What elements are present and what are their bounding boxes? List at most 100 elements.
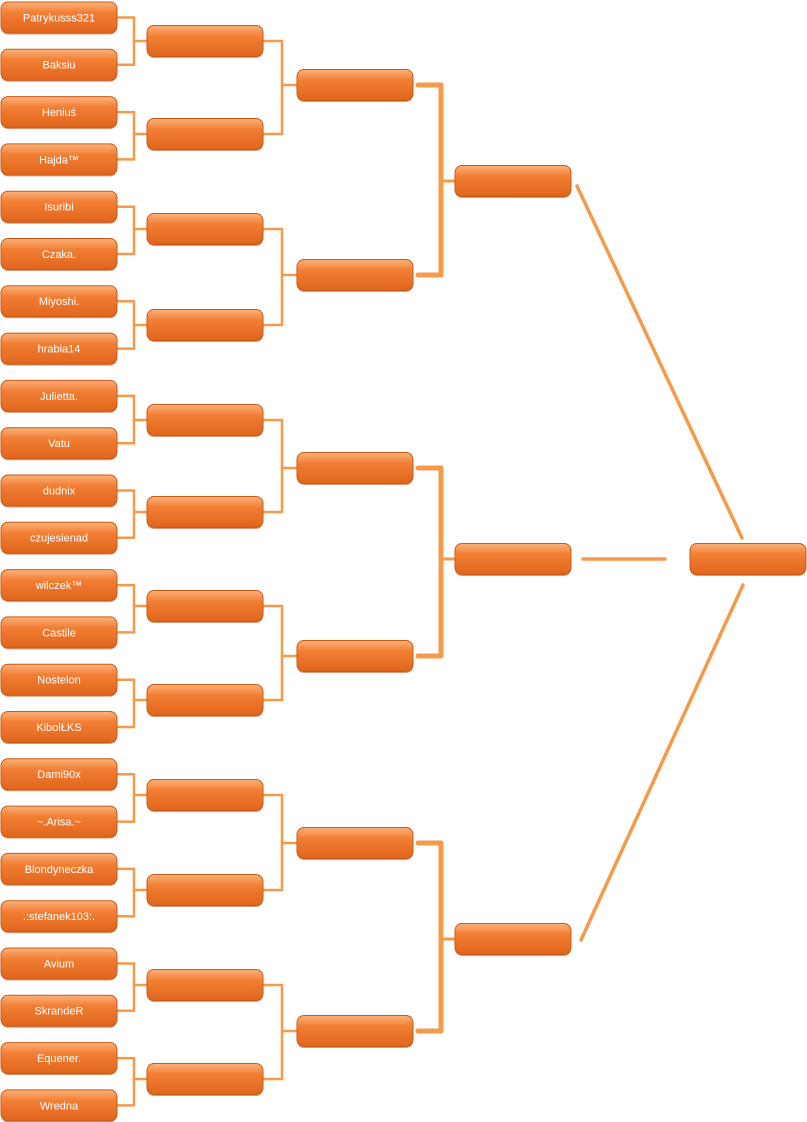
slot-box [0,332,118,365]
round-1-slot: Vatu [0,427,118,461]
slot-box [296,69,414,101]
slot-box [0,569,118,602]
round-1-slot: .:stefanek103:. [0,900,118,934]
player-name: Isuribi [44,202,73,214]
slot-box [454,543,572,575]
player-name: hrabia14 [38,344,81,356]
round-1-slot: Castile [0,616,118,650]
player-name: wilczek™ [35,580,82,592]
player-name: Miyoshi. [39,296,79,308]
round-2-slot [146,25,264,58]
slot-box [0,1,118,34]
slot-box [0,900,118,933]
player-name: Czaka. [42,249,76,261]
round-1-slot: Dami90x [0,758,118,792]
slot-box [0,238,118,270]
slot-box [0,427,118,460]
round-2-slot [146,969,264,1002]
slot-box [296,1015,414,1047]
slot-box [0,852,118,885]
round-1-slot: KibolŁKS [0,711,118,744]
round-3-slot [296,452,414,485]
slot-box [0,474,118,507]
round-2-slot [146,309,264,342]
round-2-slot [146,779,264,812]
slot-box [0,1089,118,1122]
slot-box [0,1042,118,1075]
round-4-slot [454,165,572,198]
slot-box [454,165,572,197]
slot-box [296,259,414,291]
final-slot [689,543,807,576]
slot-box [146,309,264,341]
slot-box [0,663,118,696]
slot-box [0,143,118,176]
round-1-slot: Miyoshi. [0,285,118,319]
round-1-slot: Julietta. [0,379,118,413]
connector-line [579,583,745,942]
round-4-slot [454,923,572,956]
round-1-slot: dudnix [0,474,118,508]
round-2-slot [146,590,264,623]
round-2-slot [146,118,264,151]
round-1-slot: Wredna [0,1089,118,1122]
round-1-slot: Heniuś [0,96,118,130]
round-1-slot: Isuribi [0,190,118,224]
slot-box [0,190,118,223]
round-1-slot: ~.Arisa.~ [0,805,118,839]
slot-box [146,404,264,436]
player-name: KibolŁKS [36,722,81,734]
round-1-slot: SkrandeR [0,994,118,1028]
player-name: .:stefanek103:. [23,911,95,923]
slot-box [689,543,807,575]
player-name: Castile [42,627,76,639]
slot-box [146,684,264,716]
slot-box [0,616,118,649]
slot-box [0,285,118,318]
player-name: Hajda™ [39,154,79,166]
player-name: Dami90x [37,769,81,781]
player-name: Vatu [48,438,70,450]
round-1-slot: Blondyneczka [0,852,118,886]
player-name: czujesienad [30,533,88,545]
round-1-slot: wilczek™ [0,569,118,603]
slot-box [0,947,118,980]
slot-box [146,25,264,57]
player-name: SkrandeR [35,1006,84,1018]
round-2-slot [146,213,264,246]
round-1-slot: Patrykusss321 [0,1,118,35]
round-1-slot: czujesienad [0,521,118,555]
player-name: dudnix [43,485,76,497]
round-3-slot [296,259,414,292]
slot-box [296,452,414,484]
round-3-slot [296,827,414,860]
round-2-slot [146,1063,264,1096]
round-3-slot [296,640,414,673]
round-2-slot [146,496,264,529]
player-name: Blondyneczka [25,864,94,876]
round-2-slot [146,404,264,437]
slot-box [0,758,118,791]
player-name: Heniuś [42,107,77,119]
player-name: ~.Arisa.~ [37,817,81,829]
slot-box [296,827,414,859]
slot-box [296,640,414,672]
slot-box [146,779,264,811]
player-name: Nostelon [37,675,80,687]
player-name: Patrykusss321 [23,12,95,24]
round-2-slot [146,684,264,717]
slot-box [0,379,118,412]
round-1-slot: hrabia14 [0,332,118,366]
slot-box [146,969,264,1001]
round-1-slot: Czaka. [0,238,118,271]
player-name: Wredna [40,1100,79,1112]
slot-box [0,805,118,838]
round-3-slot [296,69,414,102]
slot-box [146,590,264,622]
slot-box [146,874,264,906]
round-2-slot [146,874,264,907]
bracket-connectors [115,16,745,1107]
slot-box [0,994,118,1027]
